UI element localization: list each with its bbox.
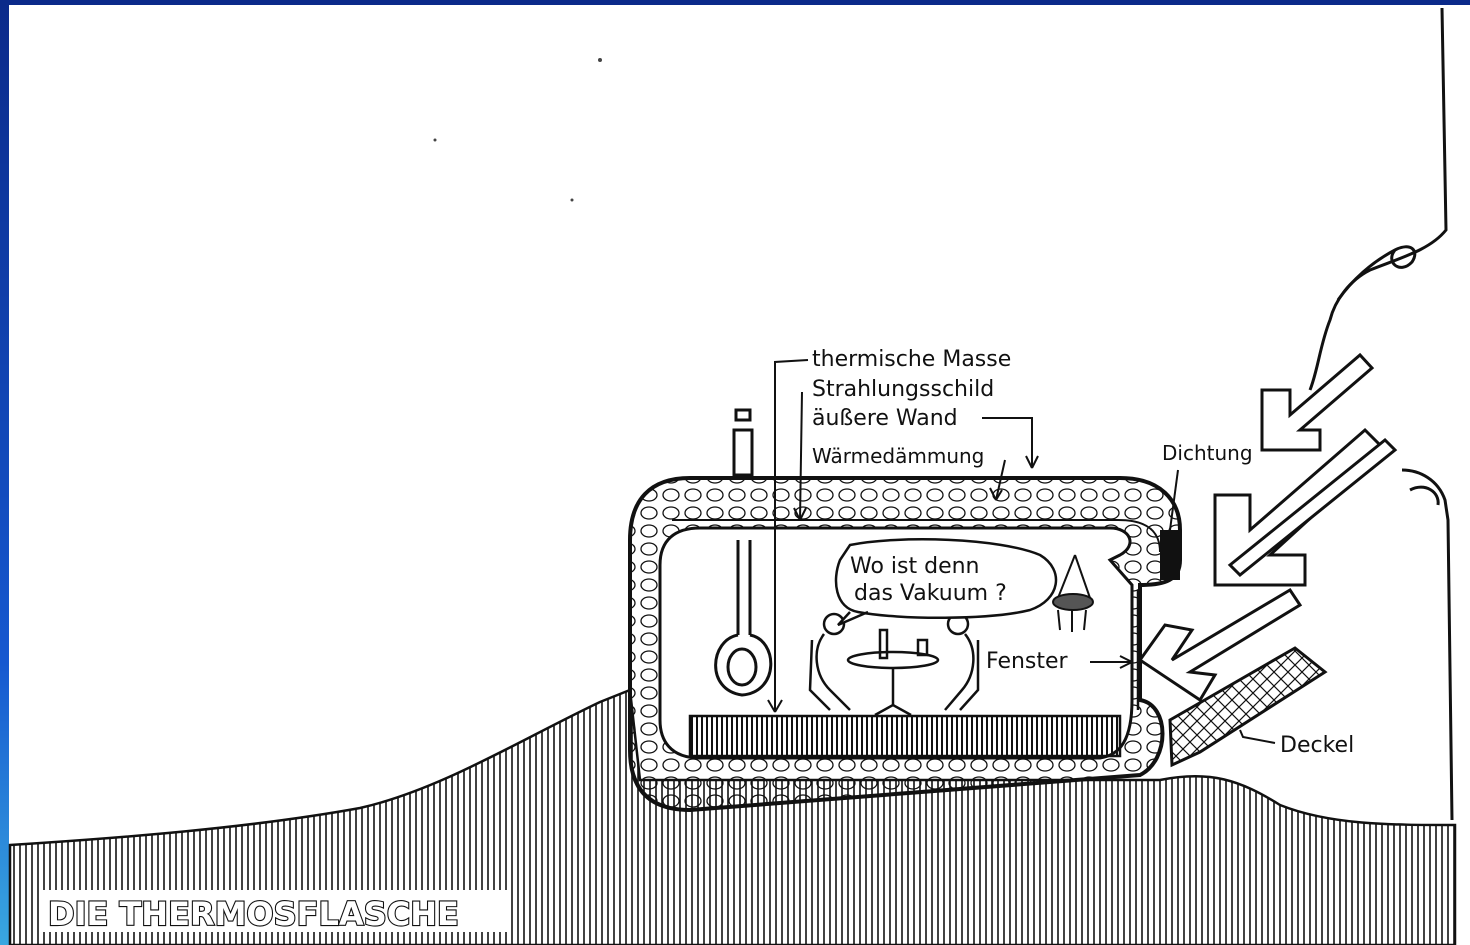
label-radiation-shield: Strahlungsschild [812, 377, 994, 402]
speech-bubble-line-2: das Vakuum ? [854, 581, 1007, 606]
speech-bubble: Wo ist denn das Vakuum ? [836, 539, 1056, 625]
label-window: Fenster [986, 649, 1069, 674]
right-cliff-outline [1310, 8, 1452, 820]
label-seal: Dichtung [1162, 441, 1253, 465]
label-thermal-mass: thermische Masse [812, 347, 1011, 372]
diagram-title: DIE THERMOSFLASCHE [48, 895, 459, 933]
label-outer-wall: äußere Wand [812, 406, 958, 431]
seal-block [1160, 530, 1180, 580]
speech-bubble-line-1: Wo ist denn [850, 554, 980, 579]
label-insulation: Wärmedämmung [812, 444, 984, 468]
sky-specks [434, 58, 603, 202]
label-lid: Deckel [1280, 733, 1354, 758]
thermos-shell [630, 478, 1180, 810]
